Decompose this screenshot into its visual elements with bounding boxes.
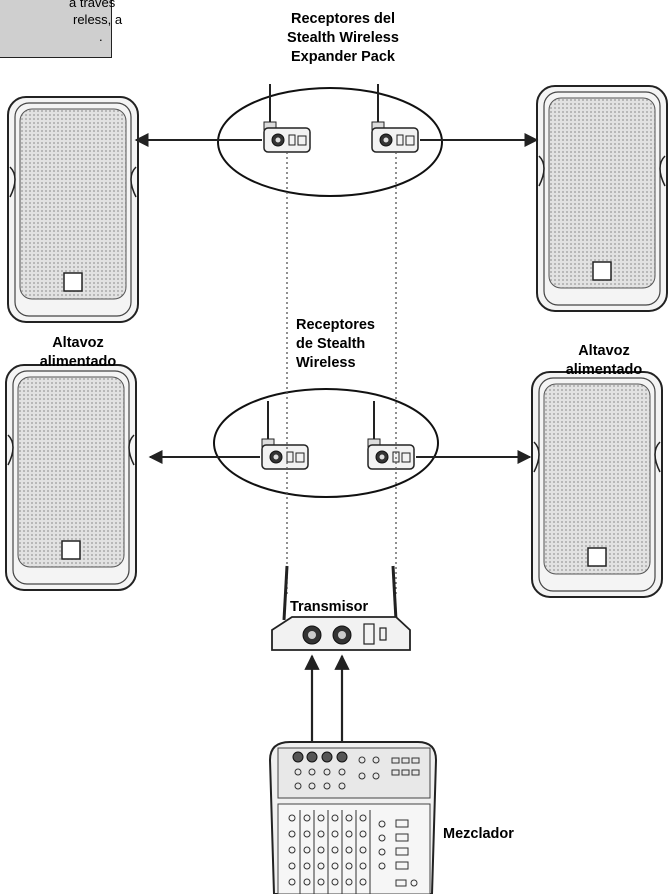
speaker-right-label-line-1: Altavoz: [578, 343, 630, 359]
receiver-expander-right: [371, 83, 419, 153]
receiver-left: [261, 400, 309, 470]
expander-label-line-1: Receptores del: [291, 11, 395, 27]
receivers-label-line-3: Wireless: [296, 355, 356, 371]
receivers-label: Receptores de Stealth Wireless: [296, 316, 375, 373]
receivers-ellipse: [213, 388, 439, 498]
speaker-left-label-line-1: Altavoz: [52, 335, 104, 351]
mixer-label: Mezclador: [443, 826, 514, 842]
note-text: a través reless, a .: [0, 0, 122, 79]
receivers-label-line-2: de Stealth: [296, 336, 366, 352]
speaker-left-label-line-2: alimentado: [39, 354, 117, 370]
speaker-right-label-line-2: alimentado: [565, 362, 643, 378]
speaker-bottom-left: [5, 364, 137, 591]
receiver-right: [367, 400, 415, 470]
speaker-top-left: [7, 96, 139, 323]
speaker-left-label: Altavoz alimentado: [22, 334, 134, 372]
speaker-top-right: [536, 85, 668, 312]
transmitter-label: Transmisor: [290, 599, 369, 615]
expander-label: Receptores del Stealth Wireless Expander…: [258, 10, 428, 67]
receiver-expander-left: [263, 83, 311, 153]
expander-ellipse: [217, 87, 443, 197]
note-line-3: .: [99, 29, 103, 44]
mixer-unit: [268, 741, 438, 894]
receivers-label-line-1: Receptores: [296, 317, 375, 333]
expander-label-line-3: Expander Pack: [291, 49, 395, 65]
note-line-2: reless, a: [73, 12, 123, 27]
note-box: a través reless, a .: [0, 0, 122, 58]
transmitter-unit: [271, 565, 411, 651]
expander-label-line-2: Stealth Wireless: [287, 30, 399, 46]
note-line-1: a través: [69, 0, 116, 10]
speaker-right-label: Altavoz alimentado: [548, 342, 660, 380]
speaker-bottom-right: [531, 371, 663, 598]
